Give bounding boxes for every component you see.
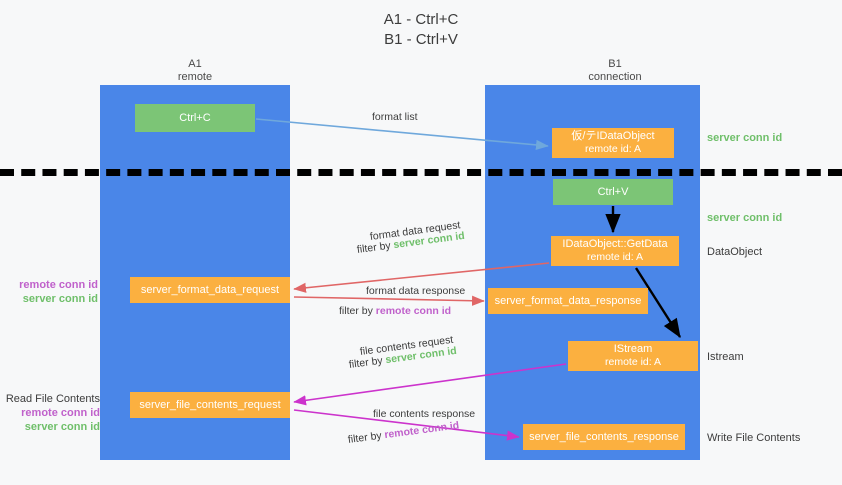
box-istream-line1: IStream [613,343,653,355]
box-istream[interactable]: IStream remote id: A [568,341,698,371]
filter-prefix: filter by [348,354,387,371]
box-server-file-contents-request[interactable]: server_file_contents_request [130,392,290,418]
box-server-file-contents-response[interactable]: server_file_contents_response [523,424,685,450]
lane-a1-role: remote [177,71,213,83]
box-server-format-data-response-label: server_format_data_response [494,294,642,307]
box-istream-line2: remote id: A [604,356,662,368]
edge-label-format-list: format list [372,111,418,123]
lane-a1-name: A1 [188,58,202,70]
label-server-conn-id-a: server conn id [22,293,98,305]
edge-label-file-contents-response: file contents response [373,408,476,420]
label-server-conn-id-mid: server conn id [707,212,783,224]
box-idataobject-line1: 仮/テIDataObject [571,130,655,142]
box-idataobject[interactable]: 仮/テIDataObject remote id: A [552,128,674,158]
label-remote-conn-id-b: remote conn id [21,407,100,419]
box-server-file-contents-response-label: server_file_contents_response [529,430,679,443]
title-line-1: A1 - Ctrl+C [383,11,459,28]
filter-value-remote-conn-id: remote conn id [383,419,460,442]
box-idataobject-getdata[interactable]: IDataObject::GetData remote id: A [551,236,679,266]
phase-divider [0,169,842,176]
label-server-conn-id-b: server conn id [24,421,100,433]
box-idataobject-line2: remote id: A [584,143,642,155]
filter-value-remote-conn-id: remote conn id [375,305,452,317]
filter-prefix: filter by [339,305,376,317]
lane-b1-name: B1 [608,58,622,70]
box-server-format-data-request-label: server_format_data_request [140,283,280,296]
label-group-read-file-contents: Read File Contents remote conn id server… [5,392,100,434]
filter-prefix: filter by [347,429,386,446]
label-server-conn-id-top: server conn id [707,132,783,144]
lane-header-a1: A1 remote [130,58,260,84]
title-line-2: B1 - Ctrl+V [384,31,458,48]
box-ctrl-c-label: Ctrl+C [179,111,211,124]
box-ctrl-v-label: Ctrl+V [597,185,629,198]
box-ctrl-c[interactable]: Ctrl+C [135,104,255,132]
label-dataobject: DataObject [707,246,763,258]
box-server-format-data-request[interactable]: server_format_data_request [130,277,290,303]
edge-label-format-data-response-filter: filter by remote conn id [339,304,451,318]
filter-prefix: filter by [356,239,395,256]
label-group-conn-ids-top: remote conn id server conn id [8,278,98,306]
label-remote-conn-id-a: remote conn id [19,279,98,291]
diagram-title: A1 - Ctrl+C B1 - Ctrl+V [0,10,842,50]
box-ctrl-v[interactable]: Ctrl+V [553,179,673,205]
box-server-format-data-response[interactable]: server_format_data_response [488,288,648,314]
lane-b1-role: connection [588,71,642,83]
label-read-file-contents: Read File Contents [5,393,100,405]
edge-label-format-data-response: format data response [366,285,466,297]
label-write-file-contents: Write File Contents [707,432,801,444]
edge-label-file-contents-response-filter: filter by remote conn id [347,418,460,447]
lane-header-b1: B1 connection [545,58,685,84]
label-istream: Istream [707,351,744,363]
box-getdata-line1: IDataObject::GetData [562,238,668,250]
box-server-file-contents-request-label: server_file_contents_request [139,398,281,411]
box-getdata-line2: remote id: A [586,251,644,263]
